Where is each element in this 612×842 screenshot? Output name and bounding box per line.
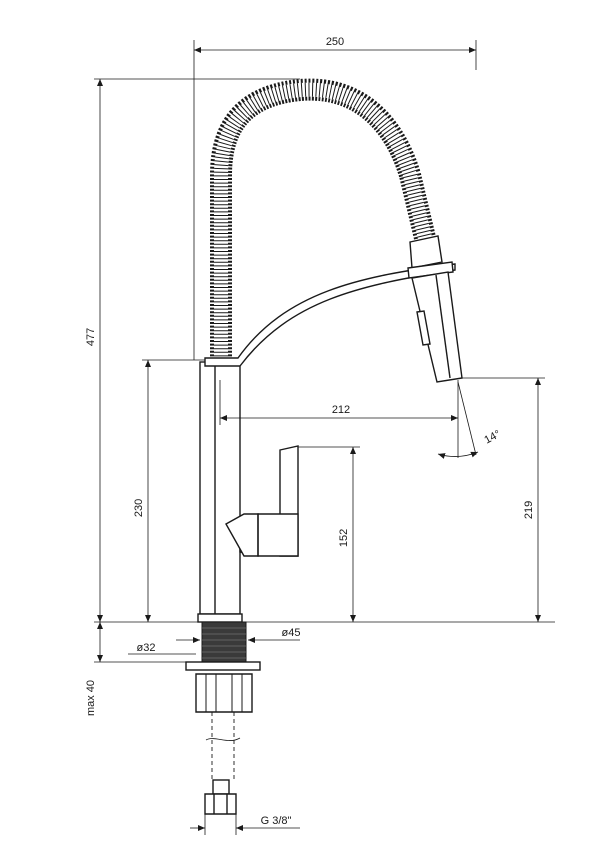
supply-hose-break [205,737,241,741]
base-ring [197,613,243,623]
label-spout-reach: 212 [332,404,350,416]
faucet-outline [185,78,463,815]
dimension-lines [94,40,555,835]
label-connection: G 3/8" [261,815,292,827]
spout-arm [204,263,456,367]
label-total-width: 250 [326,36,344,48]
dimension-labels: 250 477 230 212 14° 152 219 ø32 ø45 max … [85,36,535,827]
washer-plate [185,661,261,671]
spray-head-ring [407,261,454,279]
label-total-height: 477 [85,328,97,346]
threaded-shank [201,621,247,663]
hose-fitting-nut [204,793,237,815]
shank-thread-lines [202,627,246,659]
dim-arc-spout-angle [437,451,479,459]
spray-button [416,310,431,346]
spring-hose-core [214,82,432,360]
label-body-height: 230 [133,499,145,517]
label-spout-angle: 14° [482,428,502,446]
spray-head [409,235,443,269]
label-outlet-height: 219 [523,501,535,519]
label-shank-diameter: ø32 [137,642,156,654]
mounting-nut [195,673,253,713]
hose-ferrule [212,779,230,795]
label-base-diameter: ø45 [282,627,301,639]
label-max-thickness: max 40 [85,680,97,716]
label-lever-height: 152 [338,529,350,547]
